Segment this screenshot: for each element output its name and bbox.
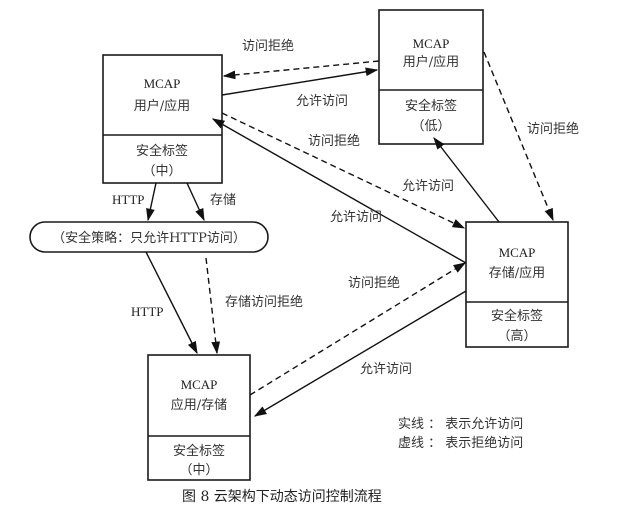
node-title: MCAP <box>499 245 536 260</box>
edge-policy-to-appstorage-http <box>145 251 198 355</box>
edge-low-to-high-denied <box>483 51 554 222</box>
edge-mid-to-policy-storage <box>186 182 205 222</box>
node-user-app-mid: MCAP 用户/应用 安全标签 （中） <box>102 54 223 184</box>
node-title: MCAP <box>413 36 450 51</box>
node-title: MCAP <box>181 377 218 392</box>
edge-label: 允许访问 <box>330 209 382 225</box>
security-level: （低） <box>411 119 450 134</box>
node-role: 用户/应用 <box>403 54 459 70</box>
policy-pill <box>29 221 269 253</box>
edge-mid-to-low-allowed <box>221 67 379 96</box>
node-title: MCAP <box>144 76 181 91</box>
security-level: （中） <box>179 463 218 478</box>
edge-label: 允许访问 <box>402 178 454 194</box>
edge-label: 允许访问 <box>360 361 412 377</box>
security-label-heading: 安全标签 <box>173 443 225 459</box>
security-level: （高） <box>497 328 536 344</box>
edge-label: HTTP <box>112 192 145 207</box>
edge-label: HTTP <box>131 304 164 319</box>
edge-policy-to-appstorage-storage-denied <box>205 257 221 355</box>
edge-label: 访问拒绝 <box>527 121 579 137</box>
edge-appstorage-to-high-denied <box>249 262 467 396</box>
security-level: （中） <box>142 164 181 179</box>
security-label-heading: 安全标签 <box>491 308 543 324</box>
edge-label: 访问拒绝 <box>242 38 294 54</box>
security-policy: （安全策略：只允许HTTP访问） <box>29 221 269 253</box>
edge-low-to-mid-denied <box>222 60 380 80</box>
legend: 实线 ： 表示允许访问 虚线 ： 表示拒绝访问 <box>398 416 523 451</box>
edge-label: 访问拒绝 <box>348 275 400 291</box>
edge-label: 存储访问拒绝 <box>225 294 303 310</box>
edge-high-to-low-allowed <box>433 137 500 223</box>
security-label-heading: 安全标签 <box>136 143 188 159</box>
node-box <box>378 9 484 145</box>
node-app-storage-mid: MCAP 应用/存储 安全标签 （中） <box>147 354 251 481</box>
legend-solid: 实线 ： 表示允许访问 <box>398 416 523 432</box>
edge-mid-to-policy-http <box>146 182 157 222</box>
edge-high-to-appstorage-allowed <box>253 290 467 417</box>
node-role: 应用/存储 <box>171 397 227 413</box>
edge-label: 访问拒绝 <box>308 133 360 149</box>
node-box <box>465 221 569 348</box>
edge-label: 存储 <box>210 193 236 208</box>
node-user-app-low: MCAP 用户/应用 安全标签 （低） <box>378 9 484 145</box>
node-box <box>147 354 251 481</box>
edge-high-to-mid-allowed <box>211 118 467 264</box>
edge-mid-to-high-denied <box>221 112 466 229</box>
node-role: 用户/应用 <box>134 98 190 114</box>
edge-label: 允许访问 <box>296 93 348 109</box>
security-label-heading: 安全标签 <box>405 98 457 114</box>
policy-text: （安全策略：只允许HTTP访问） <box>52 230 246 246</box>
node-storage-app-high: MCAP 存储/应用 安全标签 （高） <box>465 221 569 348</box>
node-role: 存储/应用 <box>489 265 545 281</box>
legend-dashed: 虚线 ： 表示拒绝访问 <box>398 435 523 451</box>
figure-caption: 图 8 云架构下动态访问控制流程 <box>182 489 382 505</box>
node-box <box>102 54 223 184</box>
